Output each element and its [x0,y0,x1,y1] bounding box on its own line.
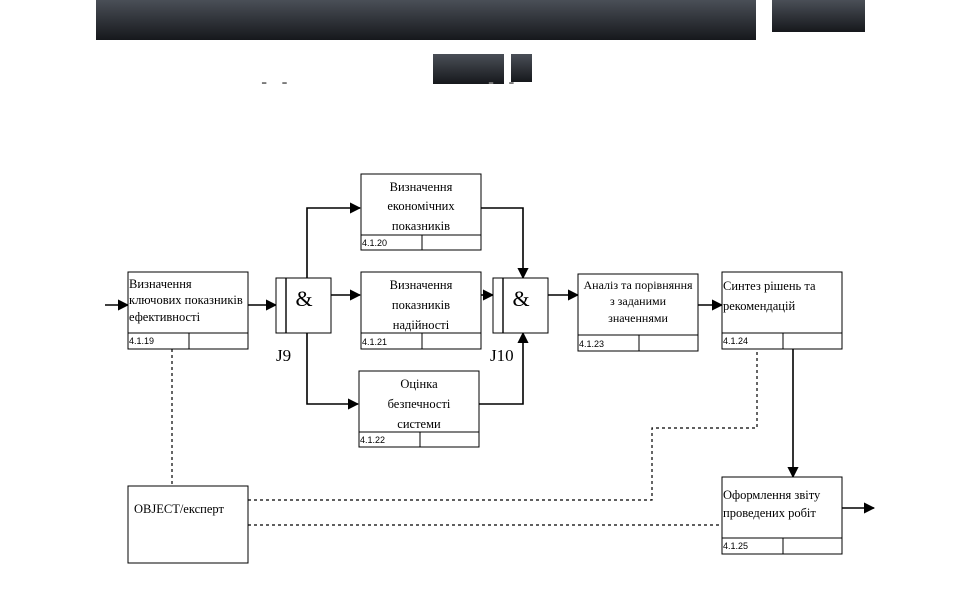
arrow-22-to-j10 [479,331,529,405]
block-4-1-21: Визначення показників надійності 4.1.21 [360,271,482,350]
block-label-line: економічних [387,199,455,213]
junction-j9: & J9 [275,277,332,365]
junction-label: J9 [276,346,291,365]
block-label-line: Синтез рішень та [723,279,816,293]
block-label-line: показників [392,219,450,233]
block-label-line: Оформлення звіту [723,488,821,502]
junction-j10: & J10 [490,277,549,365]
block-code: 4.1.19 [129,336,154,346]
block-label-line: Визначення [390,180,453,194]
junction-symbol: & [295,286,312,311]
block-label-line: надійності [393,318,450,332]
block-code: 4.1.23 [579,339,604,349]
block-code: 4.1.24 [723,336,748,346]
page-title-number: 4.1.4 [436,86,533,117]
block-label-line: значеннями [608,311,668,325]
page-title: Ґ ПОКІГОДБА ЄХЕМВ ДЕГОКІПОЯЗТИ ПОМ [100,81,862,115]
arrow-j9-to-22 [306,333,360,410]
block-label-line: Оцінка [400,377,438,391]
block-4-1-22: Оцінка безпечності системи 4.1.22 [358,370,480,448]
block-label-line: рекомендацій [723,299,795,313]
block-code: 4.1.20 [362,238,387,248]
block-label-line: безпечності [388,397,451,411]
object-expert-box: OBJECT/експерт [127,485,249,564]
junction-label: J10 [490,346,514,365]
block-code: 4.1.21 [362,337,387,347]
block-label-line: Аналіз та порівняння [583,278,693,292]
title-banner: Ґ ПОКІГОДБА ЄХЕМВ ДЕГОКІПОЯЗТИ ПОМ 4.1.4 [96,0,865,117]
block-4-1-24: Синтез рішень та рекомендацій 4.1.24 [721,271,843,350]
arrow-j9-to-20 [306,202,362,278]
junction-symbol: & [512,286,529,311]
object-label: OBJECT/експерт [134,502,224,516]
connectors [105,202,876,526]
block-label-line: ключових показників [129,293,243,307]
dashed-link-object-24 [248,349,758,501]
arrow-20-to-j10 [481,207,529,280]
block-code: 4.1.25 [723,541,748,551]
block-label-line: системи [397,417,441,431]
block-label-line: показників [392,298,450,312]
block-label-line: проведених робіт [723,506,816,520]
block-label-line: Визначення [129,277,192,291]
block-4-1-23: Аналіз та порівняння з заданими значення… [577,273,699,352]
block-label-line: з заданими [610,294,667,308]
block-4-1-19: Визначення ключових показників ефективно… [127,271,249,350]
block-code: 4.1.22 [360,435,385,445]
block-label-line: ефективності [129,310,201,324]
block-4-1-25: Оформлення звіту проведених робіт 4.1.25 [721,476,843,555]
block-4-1-20: Визначення економічних показників 4.1.20 [360,173,482,251]
block-label-line: Визначення [390,278,453,292]
